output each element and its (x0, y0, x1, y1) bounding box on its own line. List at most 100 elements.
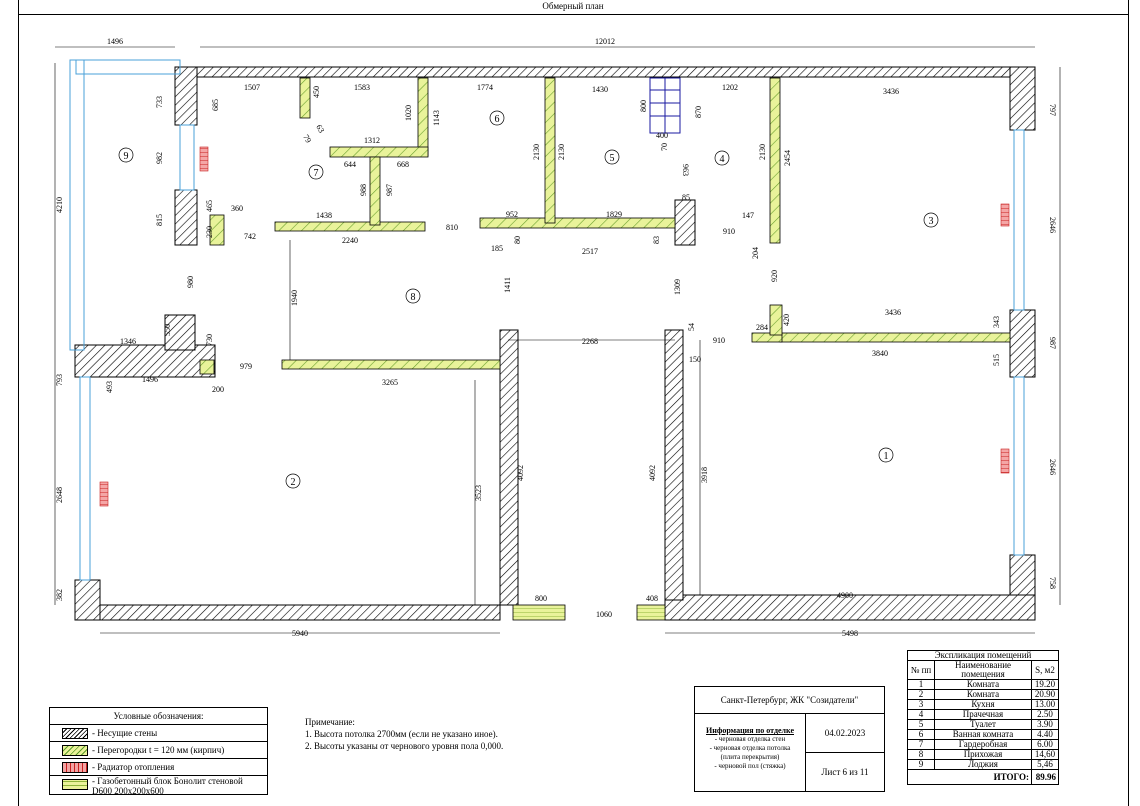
finish-info: Информация по отделке - черновая отделка… (695, 714, 806, 791)
dim: 493 (105, 381, 114, 393)
dim: 465 (205, 200, 214, 212)
dim: 963 (681, 164, 690, 176)
load-bearing-walls (74, 66, 1036, 621)
dim: 382 (55, 589, 64, 601)
dim: 5498 (842, 629, 858, 638)
room-6: 6 (489, 110, 505, 126)
dim: 815 (155, 214, 164, 226)
dim: 1143 (432, 110, 441, 126)
dim: 3436 (885, 308, 901, 317)
dim: 1430 (592, 85, 608, 94)
dim: 80 (513, 236, 522, 244)
dim: 4900 (837, 591, 853, 600)
dim: 2517 (582, 247, 598, 256)
dim: 515 (992, 354, 1001, 366)
dim: 910 (723, 227, 735, 236)
dim: 1940 (290, 290, 299, 306)
dim: 982 (155, 152, 164, 164)
room-8: 8 (405, 288, 421, 304)
dim: 988 (359, 184, 368, 196)
dim: 1312 (364, 136, 380, 145)
dim: 1020 (404, 105, 413, 121)
dim: 1309 (673, 279, 682, 295)
dim: 85 (682, 193, 690, 202)
dim: 910 (713, 336, 725, 345)
dim: 1346 (120, 337, 136, 346)
finish-info-line: - черновой пол (стяжка) (714, 762, 786, 770)
room-schedule-table: Экспликация помещений № пп Наименование … (907, 650, 1059, 785)
radiators (99, 146, 1010, 507)
dim: 343 (992, 316, 1001, 328)
dim: 1583 (354, 83, 370, 92)
dim: 4092 (648, 465, 657, 481)
finish-info-line: - черновая отделка потолка (709, 744, 791, 752)
dim: 83 (652, 236, 661, 244)
table-header-row: № пп Наименование помещения S, м2 (907, 660, 1059, 680)
dim: 2130 (758, 144, 767, 160)
dim: 870 (694, 106, 703, 118)
legend-title: Условные обозначения: (50, 708, 267, 725)
finish-info-line: - черновая отделка стен (714, 735, 786, 743)
dim: 979 (240, 362, 252, 371)
dim: 70 (660, 143, 669, 151)
dim: 3840 (872, 349, 888, 358)
dim: 980 (186, 276, 195, 288)
dim: 63 (314, 123, 326, 134)
total-label: ИТОГО: (907, 769, 1032, 785)
svg-text:4: 4 (720, 154, 725, 165)
dim: 550 (163, 324, 172, 336)
dim: 733 (155, 96, 164, 108)
dim: 2240 (342, 236, 358, 245)
svg-text:5: 5 (610, 153, 615, 164)
dim: 150 (689, 355, 701, 364)
sheet-number: Лист 6 из 11 (821, 767, 869, 777)
dim: 230 (205, 226, 214, 238)
dim: 200 (212, 385, 224, 394)
svg-text:8: 8 (411, 292, 416, 303)
gas-block (512, 604, 666, 621)
dim: 685 (211, 99, 220, 111)
dim: 3265 (382, 378, 398, 387)
dim: 987 (1048, 337, 1057, 349)
legend: Условные обозначения: - Несущие стены - … (49, 707, 268, 796)
legend-item-partitions: - Перегородки t = 120 мм (кирпич) (50, 742, 267, 759)
dim: 800 (535, 594, 547, 603)
frame-left (18, 0, 19, 806)
notes: Примечание: 1. Высота потолка 2700мм (ес… (305, 716, 503, 752)
dim: 4092 (516, 465, 525, 481)
room-9: 9 (118, 147, 134, 163)
partition-swatch-icon (62, 745, 88, 756)
dim: 797 (1048, 104, 1057, 116)
dim: 1496 (142, 375, 158, 384)
dim: 2646 (1048, 217, 1057, 233)
dim: 800 (639, 100, 648, 112)
dim: 1411 (503, 277, 512, 293)
dim: 758 (1048, 577, 1057, 589)
dim: 420 (782, 314, 791, 326)
shaft (649, 77, 681, 134)
legend-item-load-bearing: - Несущие стены (50, 725, 267, 742)
title-block: Санкт-Петербург, ЖК "Созидатели" Информа… (694, 686, 885, 792)
dim: 952 (506, 210, 518, 219)
svg-text:7: 7 (314, 168, 319, 179)
finish-info-line: (плита перекрытия) (720, 753, 780, 761)
dim: 204 (751, 247, 760, 259)
dim: 793 (55, 374, 64, 386)
total-value: 89.96 (1031, 769, 1059, 785)
dim: 987 (385, 184, 394, 196)
dim: 1774 (477, 83, 493, 92)
dim: 185 (491, 244, 503, 253)
dim: 1438 (316, 211, 332, 220)
dim: 3436 (883, 87, 899, 96)
dim: 54 (687, 323, 696, 331)
dim: 3918 (700, 467, 709, 483)
legend-item-radiator: - Радиатор отопления (50, 759, 267, 776)
dim: 5940 (292, 629, 308, 638)
dim: 644 (344, 160, 356, 169)
gas-block-swatch-icon (62, 779, 88, 790)
